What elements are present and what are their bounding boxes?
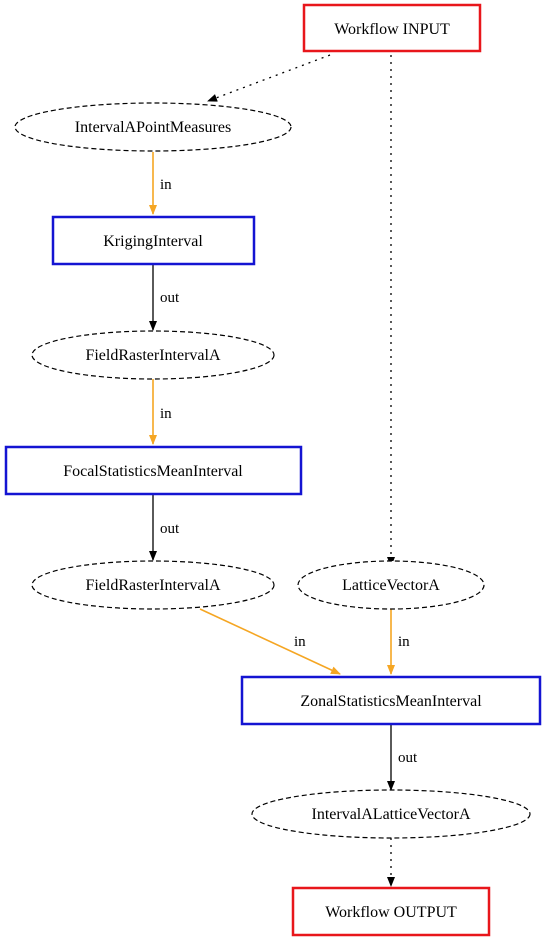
node-workflow-output[interactable]: Workflow OUTPUT <box>291 886 491 937</box>
edge-label-in-4: in <box>398 634 410 650</box>
node-focalstatisticsmeaninterval[interactable]: FocalStatisticsMeanInterval <box>4 445 303 496</box>
edge-label-out-2: out <box>160 521 180 537</box>
edge-label-in-1: in <box>160 177 172 193</box>
node-workflow-input-label: Workflow INPUT <box>334 21 450 38</box>
edge-in-3 <box>199 608 341 675</box>
node-workflow-output-label: Workflow OUTPUT <box>325 904 457 921</box>
node-fieldrasterintervala-2[interactable]: FieldRasterIntervalA <box>31 560 275 610</box>
node-fieldrasterintervala-2-label: FieldRasterIntervalA <box>85 577 221 594</box>
edge-input-to-intervalapointmeasures <box>207 54 331 102</box>
node-focalstatisticsmeaninterval-label: FocalStatisticsMeanInterval <box>63 463 243 480</box>
node-zonalstatisticsmeaninterval[interactable]: ZonalStatisticsMeanInterval <box>240 675 542 726</box>
node-kriginginterval-label: KrigingInterval <box>103 233 203 250</box>
node-kriginginterval[interactable]: KrigingInterval <box>51 215 256 266</box>
node-fieldrasterintervala-1-label: FieldRasterIntervalA <box>85 347 221 364</box>
edge-label-in-2: in <box>160 406 172 422</box>
node-zonalstatisticsmeaninterval-label: ZonalStatisticsMeanInterval <box>300 693 482 710</box>
edge-label-in-3: in <box>294 634 306 650</box>
node-intervalapointmeasures-label: IntervalAPointMeasures <box>75 119 231 136</box>
node-intervalalatticevectora-label: IntervalALatticeVectorA <box>311 806 470 823</box>
node-latticevectora-label: LatticeVectorA <box>342 577 440 594</box>
node-latticevectora[interactable]: LatticeVectorA <box>297 560 485 610</box>
node-workflow-input[interactable]: Workflow INPUT <box>302 3 482 53</box>
edge-label-out-3: out <box>398 750 418 766</box>
node-intervalalatticevectora[interactable]: IntervalALatticeVectorA <box>251 789 531 839</box>
node-fieldrasterintervala-1[interactable]: FieldRasterIntervalA <box>31 330 275 380</box>
node-intervalapointmeasures[interactable]: IntervalAPointMeasures <box>14 102 292 152</box>
edge-label-out-1: out <box>160 290 180 306</box>
